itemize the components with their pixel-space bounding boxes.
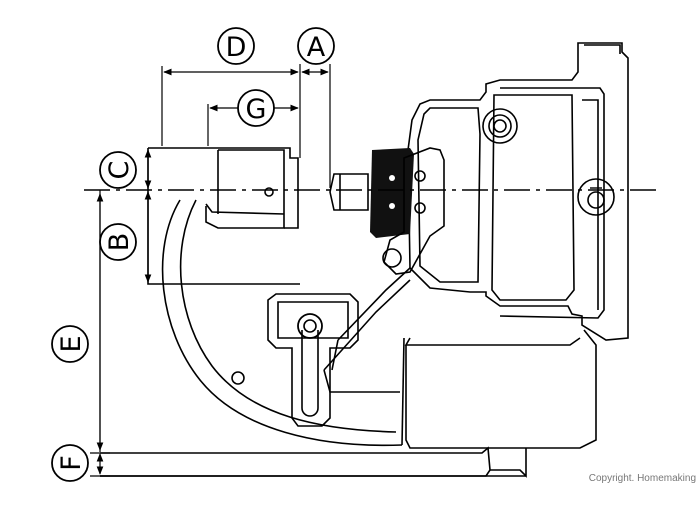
die-holder xyxy=(147,147,300,285)
copyright-notice: Copyright. Homemaking xyxy=(588,473,696,484)
link-plate xyxy=(382,147,445,275)
pivot-pin-outer xyxy=(577,178,615,216)
housing-bolt-inner xyxy=(493,119,507,133)
set-screw xyxy=(264,187,274,197)
lever-bracket xyxy=(267,293,359,427)
base-plate xyxy=(100,446,527,478)
label-d-text: D xyxy=(226,32,247,63)
lever-bolt-outer xyxy=(297,313,323,339)
clamp-block xyxy=(370,148,414,238)
housing-bolt-mid xyxy=(488,114,512,138)
label-f: F xyxy=(51,444,89,482)
pivot-pin-inner xyxy=(587,191,605,209)
housing xyxy=(404,42,629,449)
punch xyxy=(329,173,369,211)
lever-bolt-inner xyxy=(303,319,317,333)
label-c: C xyxy=(99,151,137,189)
label-g-text: G xyxy=(246,94,267,125)
label-f-text: F xyxy=(56,455,87,471)
frame-hole xyxy=(231,371,245,385)
label-d: D xyxy=(217,27,255,65)
label-c-text: C xyxy=(104,161,135,180)
label-a: A xyxy=(297,27,335,65)
label-a-text: A xyxy=(307,32,326,63)
label-g: G xyxy=(237,89,275,127)
label-b: B xyxy=(99,223,137,261)
curved-frame xyxy=(161,199,411,447)
housing-bolt-outer xyxy=(482,108,518,144)
dimension-lines xyxy=(90,64,331,477)
label-b-text: B xyxy=(104,233,135,252)
label-e: E xyxy=(51,325,89,363)
label-e-text: E xyxy=(56,335,87,352)
